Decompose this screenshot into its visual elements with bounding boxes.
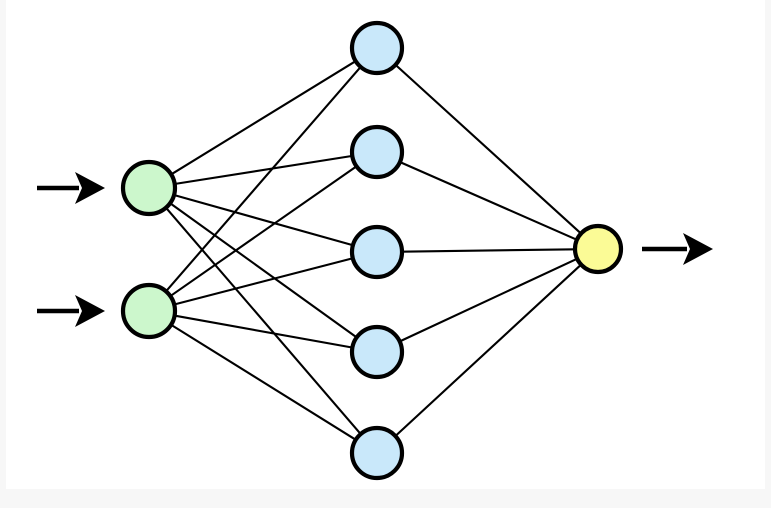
arrows-group bbox=[37, 172, 713, 327]
node-hidden-5[interactable] bbox=[349, 425, 405, 481]
edge-hidden-2-to-output-1 bbox=[397, 160, 579, 242]
edge-hidden-4-to-output-1 bbox=[397, 257, 580, 343]
input-arrow-icon bbox=[37, 172, 105, 204]
input-arrow-icon bbox=[37, 295, 105, 327]
edge-hidden-3-to-output-1 bbox=[399, 248, 578, 253]
edge-hidden-1-to-output-1 bbox=[393, 63, 583, 236]
edge-input-2-to-hidden-3 bbox=[172, 256, 355, 306]
edge-input-1-to-hidden-2 bbox=[172, 154, 355, 186]
node-input-2[interactable] bbox=[120, 282, 178, 340]
node-output-1[interactable] bbox=[572, 223, 624, 275]
output-arrow-icon bbox=[642, 233, 713, 265]
edge-input-2-to-hidden-2 bbox=[168, 164, 359, 298]
edges-group bbox=[164, 59, 583, 442]
edge-input-2-to-hidden-1 bbox=[164, 65, 363, 294]
edge-input-1-to-hidden-4 bbox=[168, 201, 359, 340]
edge-input-2-to-hidden-5 bbox=[169, 323, 358, 442]
edge-hidden-5-to-output-1 bbox=[393, 262, 583, 438]
node-hidden-1[interactable] bbox=[349, 20, 405, 76]
node-hidden-4[interactable] bbox=[349, 324, 405, 380]
node-hidden-2[interactable] bbox=[349, 124, 405, 180]
node-input-1[interactable] bbox=[120, 159, 178, 217]
edge-input-1-to-hidden-5 bbox=[164, 205, 363, 436]
edge-input-1-to-hidden-1 bbox=[169, 59, 358, 176]
nodes-group bbox=[120, 20, 624, 481]
edge-input-2-to-hidden-4 bbox=[172, 314, 355, 349]
edge-input-1-to-hidden-3 bbox=[172, 193, 355, 247]
node-hidden-3[interactable] bbox=[349, 224, 405, 280]
